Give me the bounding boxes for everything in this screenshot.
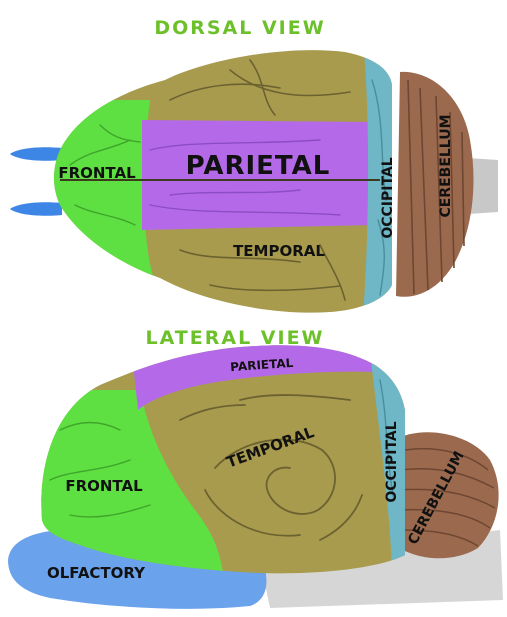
lateral-label-parietal: PARIETAL <box>230 356 294 374</box>
lateral-occipital-lobe <box>368 345 406 574</box>
dorsal-label-cerebellum: CEREBELLUM <box>438 114 454 217</box>
lateral-cerebellum-folia <box>397 447 496 547</box>
dorsal-view-title: DORSAL VIEW <box>154 17 325 39</box>
lateral-cerebellum <box>388 432 499 559</box>
lateral-frontal-lobe <box>41 390 225 574</box>
dorsal-frontal-lobe <box>54 100 158 300</box>
dorsal-brainstem <box>468 158 498 214</box>
dorsal-olfactory-bulb-upper <box>10 147 62 161</box>
dorsal-cerebellum <box>396 71 474 297</box>
lateral-brain <box>8 345 503 609</box>
lateral-label-olfactory: OLFACTORY <box>47 564 146 582</box>
dorsal-parietal-lobe <box>142 120 372 230</box>
dorsal-olfactory-bulb-lower <box>10 202 62 216</box>
lateral-view-title: LATERAL VIEW <box>145 327 324 349</box>
lateral-label-occipital: OCCIPITAL <box>384 421 400 502</box>
dorsal-cerebellum-folia <box>407 79 465 295</box>
dorsal-label-temporal: TEMPORAL <box>233 242 325 260</box>
dorsal-label-parietal: PARIETAL <box>186 151 331 181</box>
dorsal-label-occipital: OCCIPITAL <box>380 157 396 238</box>
lateral-label-frontal: FRONTAL <box>65 477 143 495</box>
dorsal-label-frontal: FRONTAL <box>58 164 136 182</box>
dorsal-occipital-lobe <box>362 50 392 313</box>
